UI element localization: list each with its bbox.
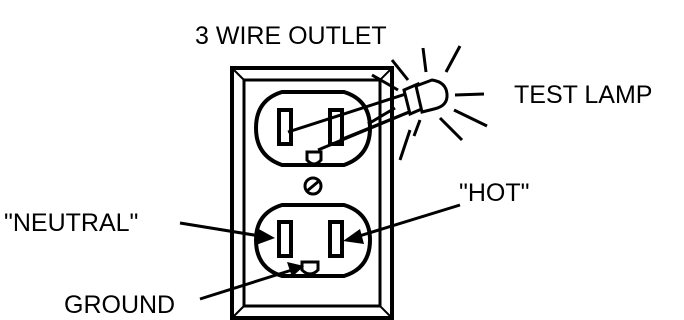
ground-label: GROUND <box>64 291 175 319</box>
hot-arrow <box>343 203 461 244</box>
title-label: 3 WIRE OUTLET <box>195 22 387 50</box>
neutral-label: "NEUTRAL" <box>4 209 138 237</box>
upper-neutral-slot <box>277 108 293 146</box>
upper-receptacle <box>253 90 373 167</box>
lower-neutral-slot <box>277 220 293 258</box>
lamp-glow-rays <box>367 45 488 161</box>
neutral-arrow <box>179 221 275 245</box>
hot-label: "HOT" <box>459 179 530 207</box>
lower-ground-hole <box>300 260 320 276</box>
center-screw <box>303 176 323 196</box>
lower-hot-slot <box>328 220 344 258</box>
lower-receptacle <box>253 203 373 278</box>
test-lamp <box>287 45 488 161</box>
test-lamp-label: TEST LAMP <box>514 81 652 109</box>
ground-arrow <box>199 262 304 301</box>
upper-ground-hole <box>305 150 323 166</box>
